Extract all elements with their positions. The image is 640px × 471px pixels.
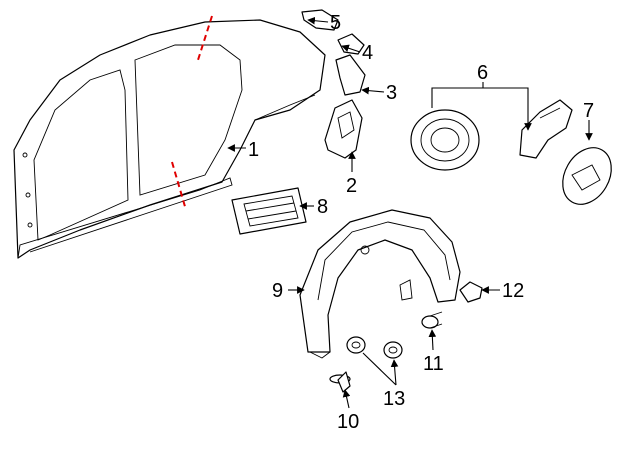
- part-11-screw: [421, 311, 443, 329]
- cut-line-rocker: [171, 161, 187, 211]
- callout-6: 6: [477, 62, 488, 84]
- part-8-pressure-vent: [231, 187, 307, 235]
- callout-4: 4: [362, 42, 373, 64]
- part-5-bracket: [301, 9, 339, 31]
- part-10-push-pin: [329, 371, 351, 393]
- callout-9: 9: [272, 280, 283, 302]
- leader-3: [361, 86, 385, 95]
- part-6-fuel-door-housing: [410, 99, 573, 171]
- callout-3: 3: [386, 82, 397, 104]
- leader-11: [428, 329, 437, 351]
- part-13-nuts: [346, 336, 403, 359]
- part-4-bracket: [337, 33, 365, 55]
- callout-1: 1: [248, 139, 259, 161]
- callout-11: 11: [423, 353, 444, 375]
- leader-6: [431, 82, 528, 130]
- part-7-fuel-door: [562, 147, 612, 205]
- leader-13: [362, 353, 396, 386]
- callout-5: 5: [330, 12, 341, 34]
- cut-line-roof: [197, 15, 213, 61]
- callout-2: 2: [346, 175, 357, 197]
- leader-5: [307, 16, 329, 25]
- part-9-wheelhouse-liner: [299, 209, 461, 359]
- part-12-clip: [459, 281, 483, 303]
- part-2-bracket: [324, 99, 363, 159]
- part-3-reinforcement: [335, 54, 366, 96]
- leader-10: [342, 389, 351, 409]
- part-1-quarter-panel: [13, 19, 326, 259]
- callout-8: 8: [317, 196, 328, 218]
- callout-7: 7: [583, 100, 594, 122]
- callout-12: 12: [502, 280, 524, 302]
- leader-4: [341, 44, 361, 53]
- callout-13: 13: [383, 388, 405, 410]
- callout-10: 10: [337, 411, 359, 433]
